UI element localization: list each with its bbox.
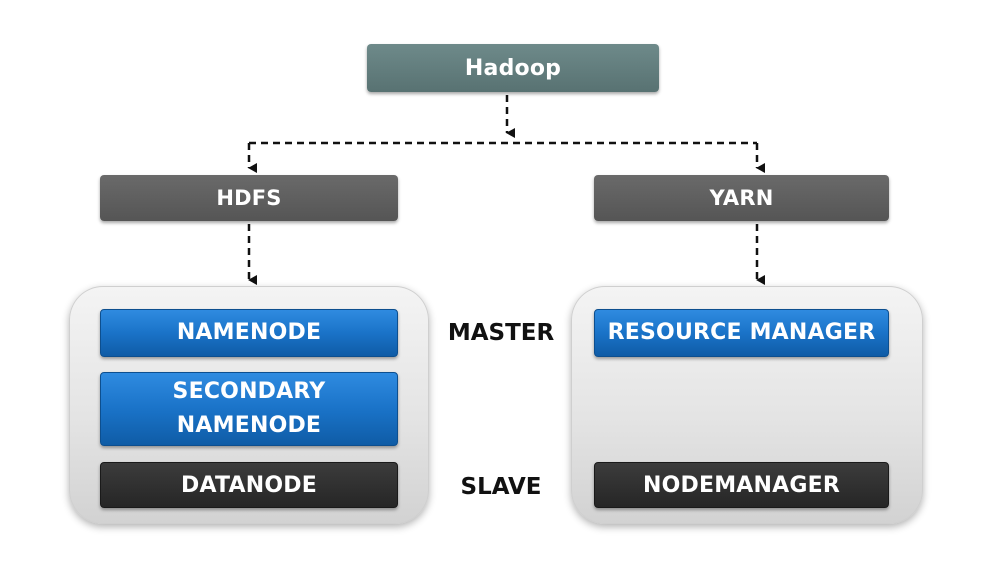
resource-manager-box: RESOURCE MANAGER <box>594 309 889 357</box>
datanode-box: DATANODE <box>100 462 398 508</box>
slave-role-label: SLAVE <box>460 474 542 500</box>
nodemanager-box: NODEMANAGER <box>594 462 889 508</box>
master-role-label: MASTER <box>447 320 555 346</box>
hdfs-node: HDFS <box>100 175 398 221</box>
yarn-node: YARN <box>594 175 889 221</box>
secondary-namenode-box: SECONDARY NAMENODE <box>100 372 398 446</box>
namenode-box: NAMENODE <box>100 309 398 357</box>
hadoop-root-node: Hadoop <box>367 44 659 92</box>
